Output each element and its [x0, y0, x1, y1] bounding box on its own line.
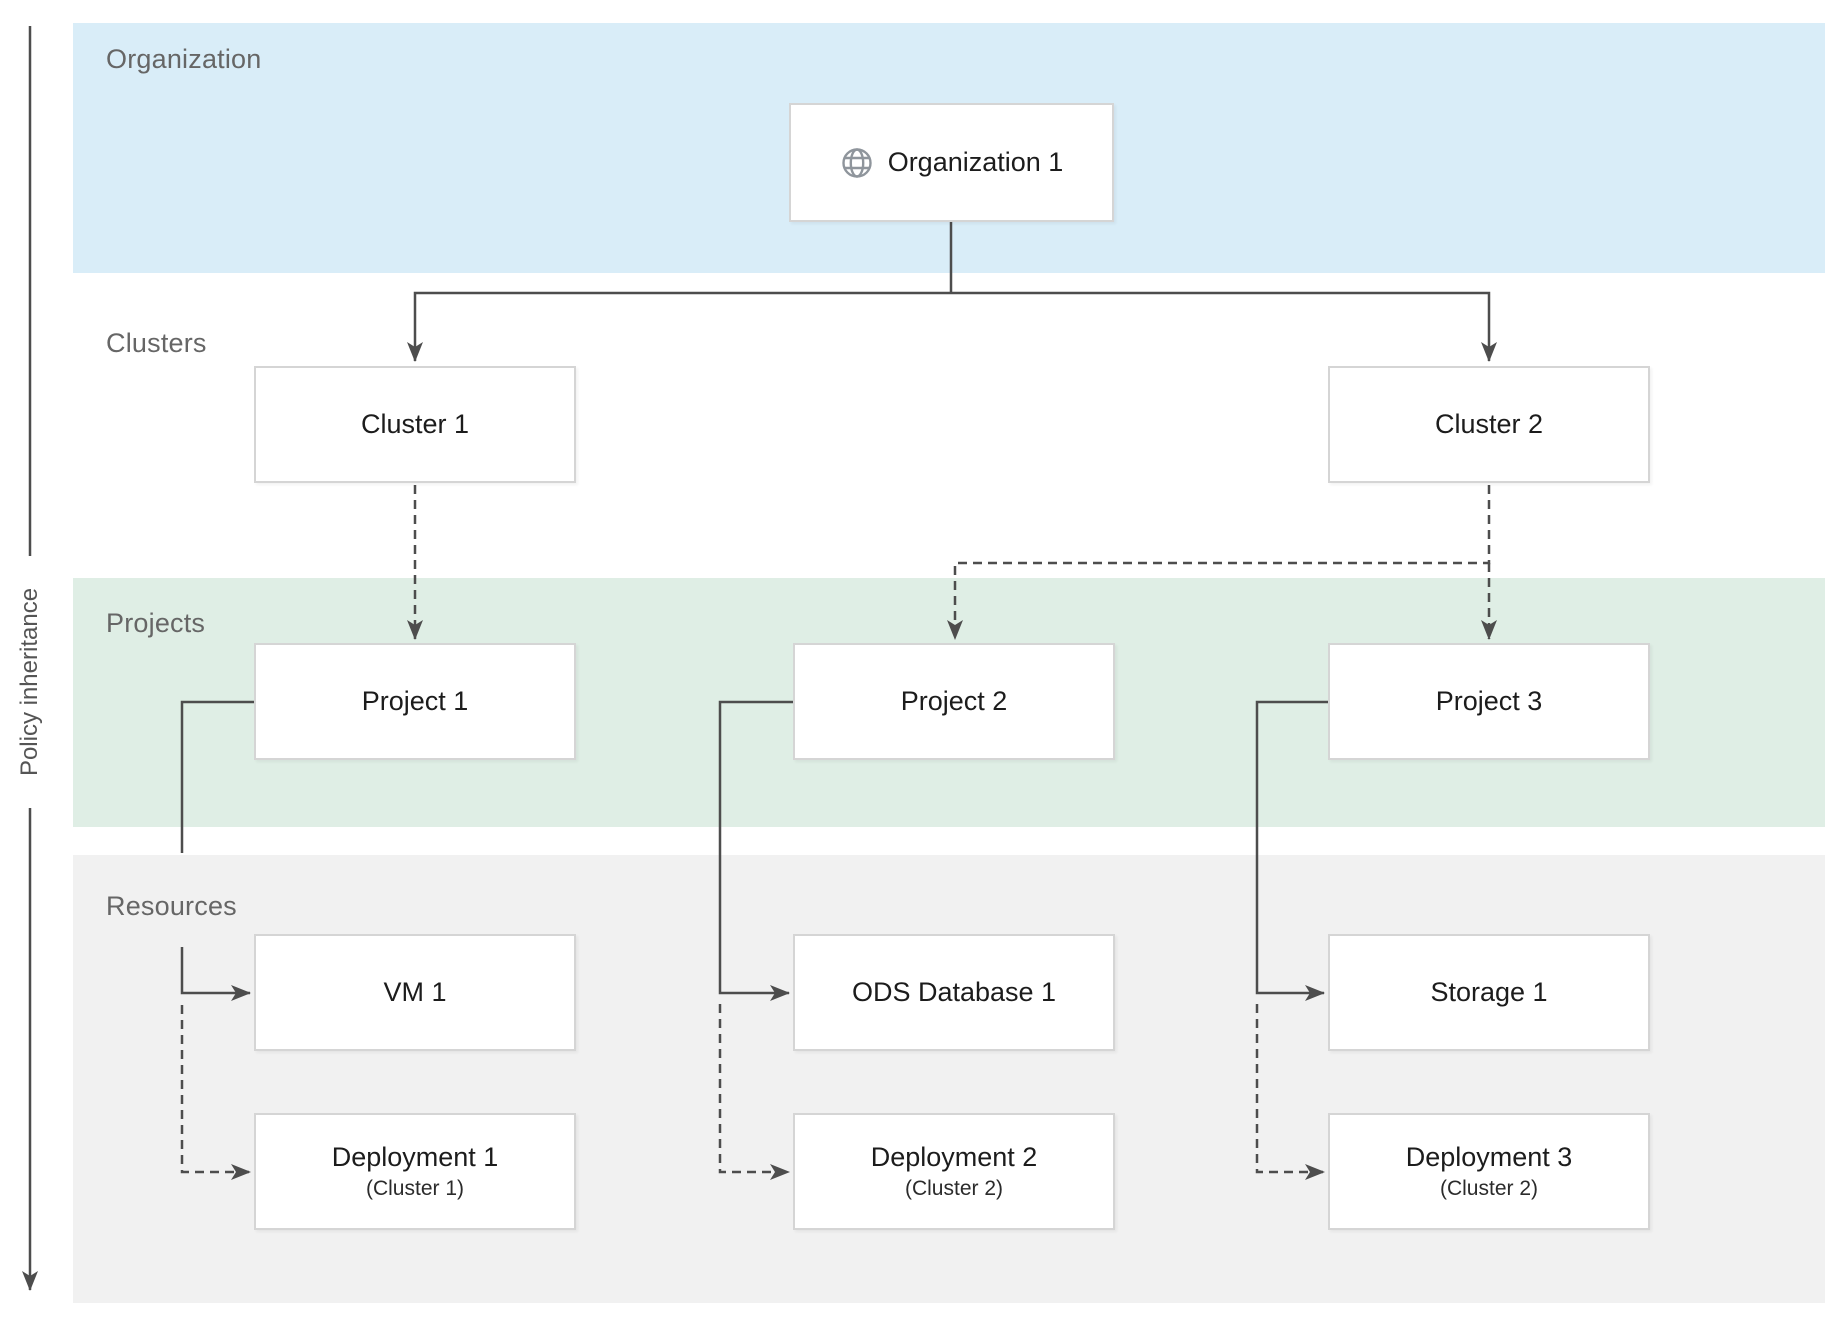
node-label: VM 1 [383, 977, 447, 1007]
node-vm-1: VM 1 [254, 934, 576, 1051]
edge-org-to-cluster2 [951, 291, 1497, 362]
node-storage-1: Storage 1 [1328, 934, 1650, 1051]
node-project-1: Project 1 [254, 643, 576, 760]
node-organization-1: Organization 1 [789, 103, 1114, 222]
node-project-2: Project 2 [793, 643, 1115, 760]
node-ods-database-1: ODS Database 1 [793, 934, 1115, 1051]
edge-project2-to-ods1 [718, 700, 793, 1001]
edge-project3-to-storage1 [1255, 700, 1328, 1001]
node-label: Deployment 3 [1405, 1142, 1573, 1172]
node-label: ODS Database 1 [851, 977, 1057, 1007]
node-sublabel: (Cluster 2) [1439, 1177, 1539, 1200]
band-label-organization: Organization [106, 44, 262, 74]
edge-cluster2-to-project2 [947, 485, 1491, 640]
node-label: Cluster 2 [1434, 409, 1544, 439]
edge-project1-stem [180, 700, 254, 853]
edge-org-to-cluster1 [407, 291, 951, 362]
node-deployment-1: Deployment 1 (Cluster 1) [254, 1113, 576, 1230]
edge-project1-to-deployment1 [180, 1005, 251, 1180]
node-label: Project 3 [1435, 686, 1543, 716]
globe-icon [841, 147, 872, 178]
node-deployment-3: Deployment 3 (Cluster 2) [1328, 1113, 1650, 1230]
band-label-resources: Resources [106, 891, 237, 921]
node-label: Storage 1 [1430, 977, 1548, 1007]
node-label: Cluster 1 [360, 409, 470, 439]
policy-inheritance-label: Policy inheritance [16, 587, 43, 777]
node-project-3: Project 3 [1328, 643, 1650, 760]
node-cluster-1: Cluster 1 [254, 366, 576, 483]
node-label: Organization 1 [887, 147, 1064, 177]
node-label: Deployment 2 [870, 1142, 1038, 1172]
node-label: Deployment 1 [331, 1142, 499, 1172]
node-deployment-2: Deployment 2 (Cluster 2) [793, 1113, 1115, 1230]
band-label-clusters: Clusters [106, 328, 207, 358]
node-cluster-2: Cluster 2 [1328, 366, 1650, 483]
edge-project1-to-vm1 [180, 947, 251, 1001]
node-label: Project 2 [900, 686, 1008, 716]
edge-project2-to-deployment2 [718, 1004, 790, 1180]
band-label-projects: Projects [106, 608, 206, 638]
node-sublabel: (Cluster 2) [904, 1177, 1004, 1200]
edge-project3-to-deployment3 [1255, 1004, 1325, 1180]
node-label: Project 1 [361, 686, 469, 716]
node-sublabel: (Cluster 1) [365, 1177, 465, 1200]
